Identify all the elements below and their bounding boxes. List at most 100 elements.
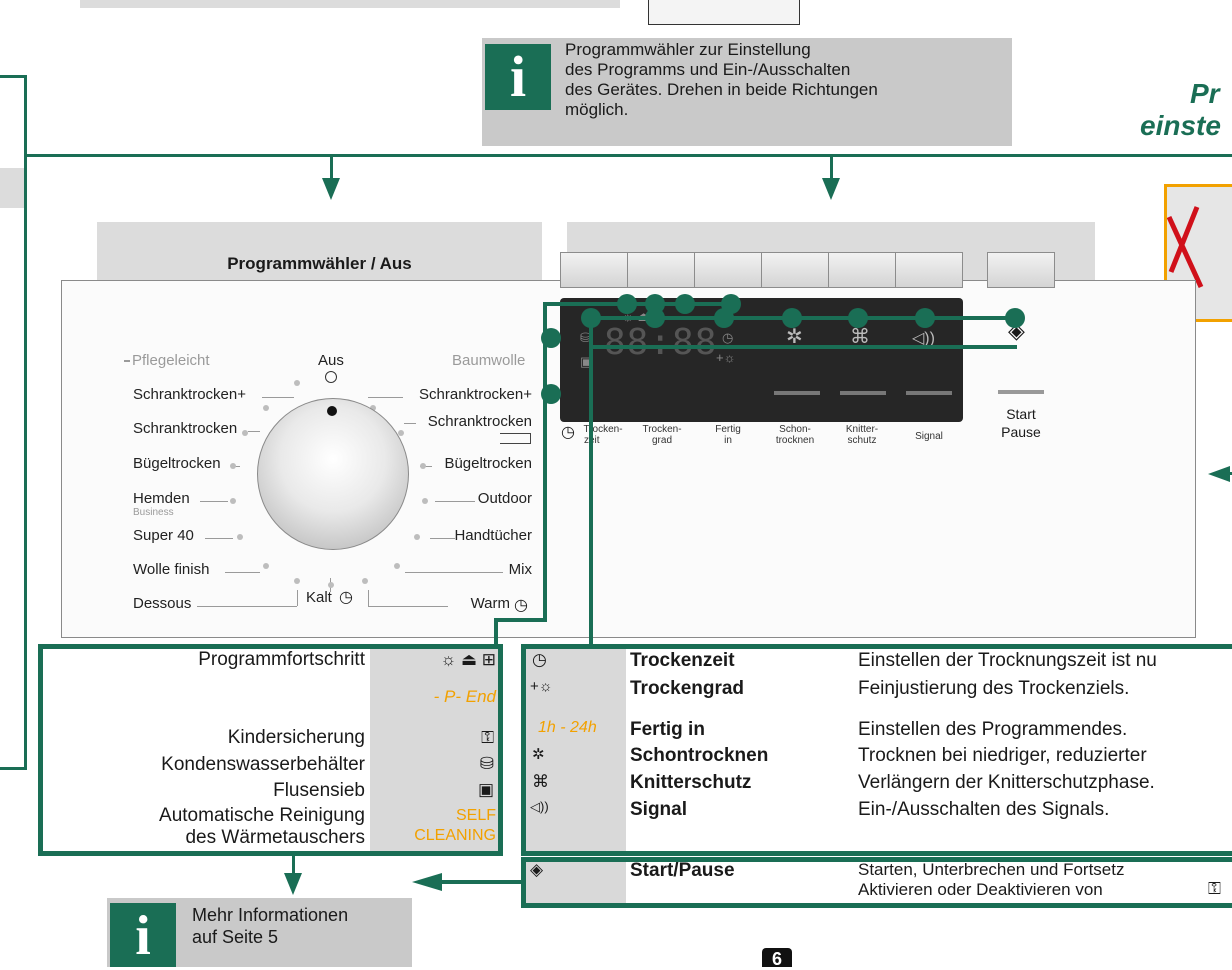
left-row-label: Kondenswasserbehälter <box>161 754 365 775</box>
button-label-line: grad <box>651 435 672 446</box>
right-table-symbol-col <box>526 649 626 851</box>
right-row-name: Signal <box>630 799 688 820</box>
program-left[interactable]: Bügeltrocken <box>133 455 221 472</box>
button-label-line: trocknen <box>775 435 815 446</box>
connector <box>225 572 260 573</box>
program-right[interactable]: Handtücher <box>454 527 532 544</box>
program-left[interactable]: Super 40 <box>133 527 194 544</box>
arrow-stem <box>1228 472 1232 475</box>
program-right[interactable]: Bügeltrocken <box>444 455 532 472</box>
start-pause-button[interactable] <box>987 252 1055 288</box>
program-dial[interactable] <box>257 398 409 550</box>
display-codes: - P- End <box>433 687 496 706</box>
button-label: Schon- trocknen <box>762 424 828 446</box>
connector <box>368 397 403 398</box>
start-row-name: Start/Pause <box>630 860 735 881</box>
connector <box>297 590 298 606</box>
connector <box>197 606 297 607</box>
self-cleaning-label: SELF <box>455 807 496 824</box>
dial-position-dot <box>394 563 400 569</box>
info-icon: i <box>485 44 551 110</box>
button-label-line: zeit <box>576 435 630 446</box>
off-marker-icon <box>325 371 337 383</box>
info-box-top <box>482 38 1012 146</box>
info-top-line: des Programms und Ein-/Ausschalten <box>565 60 851 79</box>
button-knitterschutz[interactable] <box>828 252 896 288</box>
info-bottom-line: Mehr Informationen <box>192 905 349 925</box>
program-right[interactable]: Mix <box>508 561 532 578</box>
indicator-dot <box>782 308 802 328</box>
button-schontrocknen[interactable] <box>761 252 829 288</box>
right-row-symbol: 1h - 24h <box>538 719 597 736</box>
cupboard-icon <box>500 433 531 444</box>
start-label: Start Pause <box>990 405 1052 441</box>
left-legend-table <box>38 644 503 856</box>
program-left[interactable]: Schranktrocken+ <box>133 386 246 403</box>
button-signal[interactable] <box>895 252 963 288</box>
dial-position-dot <box>263 563 269 569</box>
clock-icon: ◷ <box>514 597 528 614</box>
start-row-symbol-col <box>526 862 626 903</box>
button-fertig-in[interactable] <box>694 252 762 288</box>
button-label: Knitter- schutz <box>829 424 895 446</box>
dial-position-dot <box>294 380 300 386</box>
program-left[interactable]: Wolle finish <box>133 561 210 578</box>
left-row-label: Automatische Reinigung <box>159 805 365 826</box>
connector <box>420 466 432 467</box>
key-icon: ⚿ <box>481 728 494 747</box>
button-label-line: Schon- <box>779 424 811 435</box>
side-title-line1: Pr <box>1190 78 1220 109</box>
connector-green <box>494 618 498 648</box>
connector <box>248 431 260 432</box>
program-right[interactable]: Outdoor <box>477 490 532 507</box>
program-left[interactable]: Hemden <box>133 490 190 507</box>
button-label: Fertig in <box>696 424 760 446</box>
dial-position-dot <box>242 430 248 436</box>
left-row-label: Kindersicherung <box>227 727 365 748</box>
connector <box>232 466 240 467</box>
right-row-symbol: ⌘ <box>532 772 549 791</box>
dial-top-right-label: Baumwolle <box>452 352 526 369</box>
dial-position-dot <box>237 534 243 540</box>
dial-position-dot <box>370 405 376 411</box>
dial-position-dot <box>328 582 334 588</box>
indicator-bar <box>906 391 952 395</box>
connector-green <box>440 880 525 884</box>
button-trockengrad[interactable] <box>627 252 695 288</box>
signal-icon: ◁)) <box>912 330 935 347</box>
progress-icons: ☼ ⏏ ⊞ <box>440 650 496 669</box>
connector-green <box>543 302 623 306</box>
indicator-bar <box>840 391 886 395</box>
left-row-label: Flusensieb <box>273 780 365 801</box>
right-row-desc: Feinjustierung des Trockenziels. <box>858 678 1130 699</box>
top-strip <box>80 0 620 8</box>
button-label: Trocken- grad <box>630 424 694 446</box>
tank-icon: ⛁ <box>580 330 591 345</box>
page-number: 6 <box>762 948 792 969</box>
indicator-dot <box>675 294 695 314</box>
bracket <box>124 360 130 362</box>
right-row-desc: Trocknen bei niedriger, reduzierter <box>858 745 1147 766</box>
button-label-line: Knitter- <box>845 424 879 435</box>
start-row-symbol: ◈ <box>530 860 544 879</box>
program-right[interactable]: Warm <box>470 595 510 612</box>
button-label-line: schutz <box>847 435 877 446</box>
key-icon: ⚿ <box>1208 879 1221 898</box>
dial-position-dot <box>230 463 236 469</box>
start-label-line: Start <box>1006 406 1036 422</box>
info-top-line: des Gerätes. Drehen in beide Richtungen <box>565 80 878 99</box>
left-frame-bottom <box>0 767 27 770</box>
side-title: Pr einste <box>1140 78 1232 142</box>
dial-position-dot <box>362 578 368 584</box>
program-left[interactable]: Dessous <box>133 595 192 612</box>
button-trockenzeit[interactable] <box>560 252 628 288</box>
connector <box>262 397 294 398</box>
right-table: ◷ Trockenzeit Einstellen der Trocknungsz… <box>526 649 1232 851</box>
left-table-symbol-col <box>370 649 498 851</box>
button-label-line: Signal <box>915 431 943 442</box>
program-left[interactable]: Schranktrocken <box>133 420 238 437</box>
program-right[interactable]: Schranktrocken <box>427 413 532 430</box>
program-right[interactable]: Schranktrocken+ <box>419 386 532 403</box>
clock-icon: ◷ <box>561 424 575 441</box>
dial-position-dot <box>294 578 300 584</box>
